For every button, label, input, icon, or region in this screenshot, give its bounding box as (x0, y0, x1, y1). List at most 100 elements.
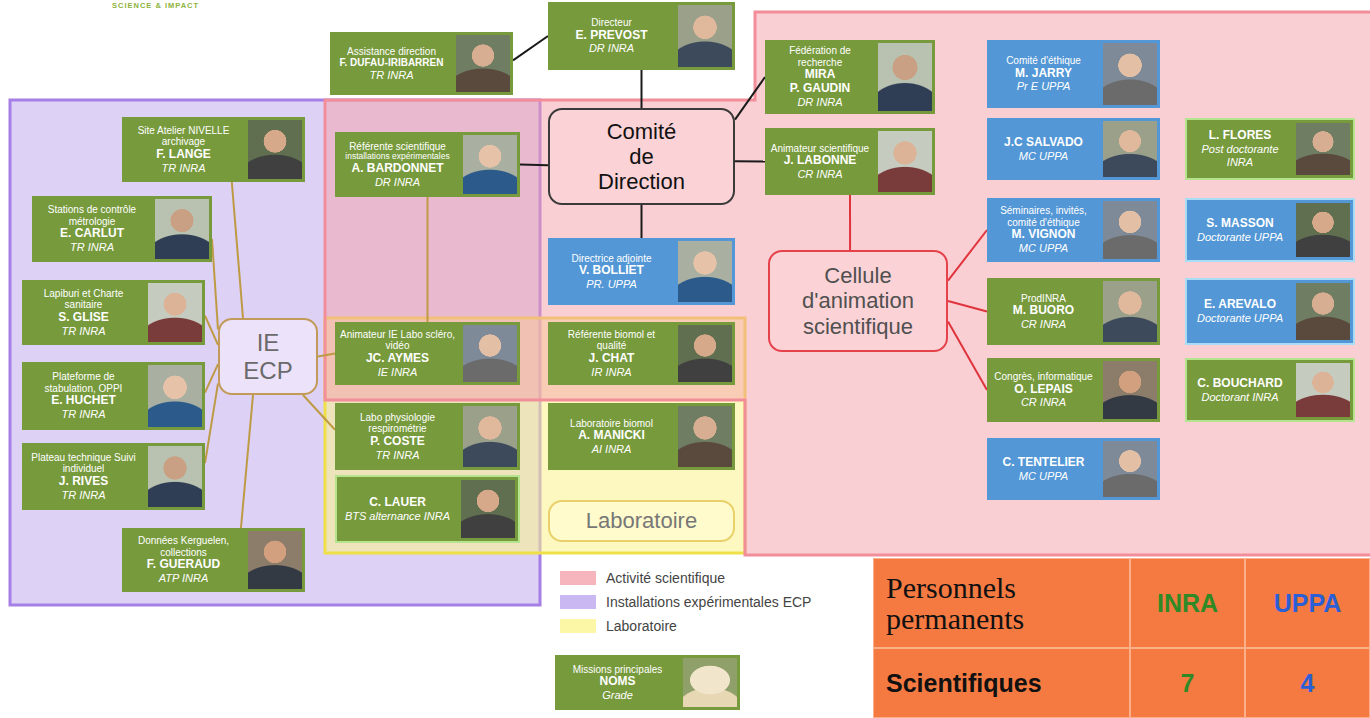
person-box: C. BOUCHARDDoctorant INRA (1185, 358, 1355, 422)
legend-text: Activité scientifique (606, 570, 725, 586)
grade-text: DR INRA (339, 176, 456, 189)
person-box: Référente biomol et qualitéJ. CHATIR INR… (548, 322, 735, 385)
portrait-photo (1296, 203, 1350, 257)
person-name: C. TENTELIER (991, 456, 1096, 470)
table-cell-background: 4 (1245, 648, 1370, 718)
portrait-photo (463, 406, 517, 467)
connector (520, 164, 548, 166)
text-column: Animateur IE Labo scléro, vidéoJC. AYMES… (335, 322, 460, 385)
connector (427, 197, 428, 322)
person-box: Référente scientifiqueinstallations expé… (335, 132, 520, 197)
text-column: Animateur scientifiqueJ. LABONNECR INRA (765, 128, 875, 195)
person-box: Animateur scientifiqueJ. LABONNECR INRA (765, 128, 935, 195)
connector-line (232, 182, 243, 318)
grade-text: Doctorante UPPA (1191, 231, 1289, 244)
connector-line (205, 316, 218, 345)
connector (205, 316, 218, 345)
text-stack: Comité de Direction (594, 119, 689, 195)
portrait-photo (1296, 363, 1350, 417)
connector (212, 239, 218, 330)
table-cell-background: Scientifiques (873, 648, 1130, 718)
connector-line (205, 383, 218, 463)
person-name: J. CHAT (552, 352, 671, 366)
connector-line (513, 36, 548, 60)
person-box: Directrice adjointeV. BOLLIETPR. UPPA (548, 238, 735, 305)
grade-text: IE INRA (339, 366, 456, 379)
connector (232, 182, 243, 318)
person-name: JC. AYMES (339, 352, 456, 366)
text-stack: Référente scientifiqueinstallations expé… (335, 138, 460, 192)
connector-line (427, 197, 429, 322)
person-box: Séminaires, invités, comité d'éthiqueM. … (987, 198, 1160, 262)
box-title: IE ECP (238, 329, 298, 384)
table-cell: Scientifiques (886, 670, 1042, 696)
connector-line (948, 301, 987, 312)
person-box: C. LAUERBTS alternance INRA (335, 475, 520, 543)
text-stack: Séminaires, invités, comité d'éthiqueM. … (987, 202, 1100, 257)
text-column: J.C SALVADOMC UPPA (987, 118, 1100, 180)
connector (513, 36, 548, 60)
table-cell-background: UPPA (1245, 558, 1370, 648)
grade-text: DR INRA (552, 42, 671, 55)
text-stack: C. BOUCHARDDoctorant INRA (1187, 374, 1293, 406)
role-text: Stations de contrôle métrologie (36, 204, 148, 227)
text-column: Labo physiologie respirométrieP. COSTETR… (335, 403, 460, 470)
text-column: DirecteurE. PREVOSTDR INRA (548, 2, 675, 70)
role-text: Données Kerguelen, collections (126, 535, 241, 558)
person-box: Animateur IE Labo scléro, vidéoJC. AYMES… (335, 322, 520, 385)
person-name: E. AREVALO (1191, 298, 1289, 312)
text-column: Séminaires, invités, comité d'éthiqueM. … (987, 198, 1100, 262)
role-text: Référente scientifique (339, 141, 456, 153)
text-stack: Référente biomol et qualitéJ. CHATIR INR… (548, 326, 675, 381)
activite-region (325, 12, 1370, 555)
portrait-photo (155, 199, 209, 259)
text-column: Lapiburi et Charte sanitaireS. GLISETR I… (22, 280, 145, 345)
connector-line (948, 230, 987, 281)
text-stack: S. MASSONDoctorante UPPA (1187, 214, 1293, 246)
committee-box: Comité de Direction (548, 108, 735, 205)
portrait-photo (1103, 441, 1157, 497)
legend-swatch (560, 619, 596, 633)
portrait-photo (463, 135, 517, 194)
text-column: Site Atelier NIVELLE archivageF. LANGETR… (122, 117, 245, 182)
person-name: S. GLISE (26, 311, 141, 325)
text-stack: Laboratoire (557, 508, 727, 533)
grade-text: Doctorant INRA (1191, 391, 1289, 404)
person-name: C. BOUCHARD (1191, 377, 1289, 391)
role-text: Assistance direction (334, 46, 449, 58)
person-box: Labo physiologie respirométrieP. COSTETR… (335, 403, 520, 470)
grade-text: TR INRA (36, 241, 148, 254)
person-box: Stations de contrôle métrologieE. CARLUT… (32, 196, 212, 262)
label-holder: SCIENCE & IMPACT (112, 1, 199, 10)
grade-text: CR INRA (991, 396, 1096, 409)
person-name: P. GAUDIN (769, 82, 871, 96)
cell-box: Cellule d'animation scientifique (768, 250, 948, 352)
connector-line (641, 70, 643, 108)
person-name: L. FLORES (1191, 129, 1289, 143)
text-stack: C. TENTELIERMC UPPA (987, 453, 1100, 485)
role-text: Plateforme de stabulation, OPPI (26, 371, 141, 394)
table-cell-background: Personnels permanents (873, 558, 1130, 648)
person-name: O. LEPAIS (991, 383, 1096, 397)
text-stack: Cellule d'animation scientifique (783, 263, 933, 339)
portrait-photo (463, 325, 517, 382)
connector (241, 395, 253, 528)
connector-line (641, 205, 643, 238)
portrait-photo (678, 325, 732, 382)
installations-region (10, 100, 540, 605)
person-name: A. BARDONNET (339, 162, 456, 176)
text-stack: Laboratoire biomolA. MANICKIAI INRA (548, 415, 675, 459)
text-column: C. LAUERBTS alternance INRA (337, 477, 458, 541)
portrait-photo (461, 480, 515, 538)
connector (205, 364, 218, 392)
text-column: E. AREVALODoctorante UPPA (1187, 280, 1293, 343)
role-text: Missions principales (559, 664, 676, 676)
connector-line (205, 364, 218, 392)
connector (205, 383, 218, 463)
text-column: Laboratoire biomolA. MANICKIAI INRA (548, 403, 675, 470)
connector (735, 77, 765, 120)
text-column: Comité d'éthiqueM. JARRYPr E UPPA (987, 40, 1100, 108)
portrait-photo (678, 241, 732, 302)
role-text: Référente biomol et qualité (552, 329, 671, 352)
legend-item: Laboratoire (560, 614, 811, 638)
